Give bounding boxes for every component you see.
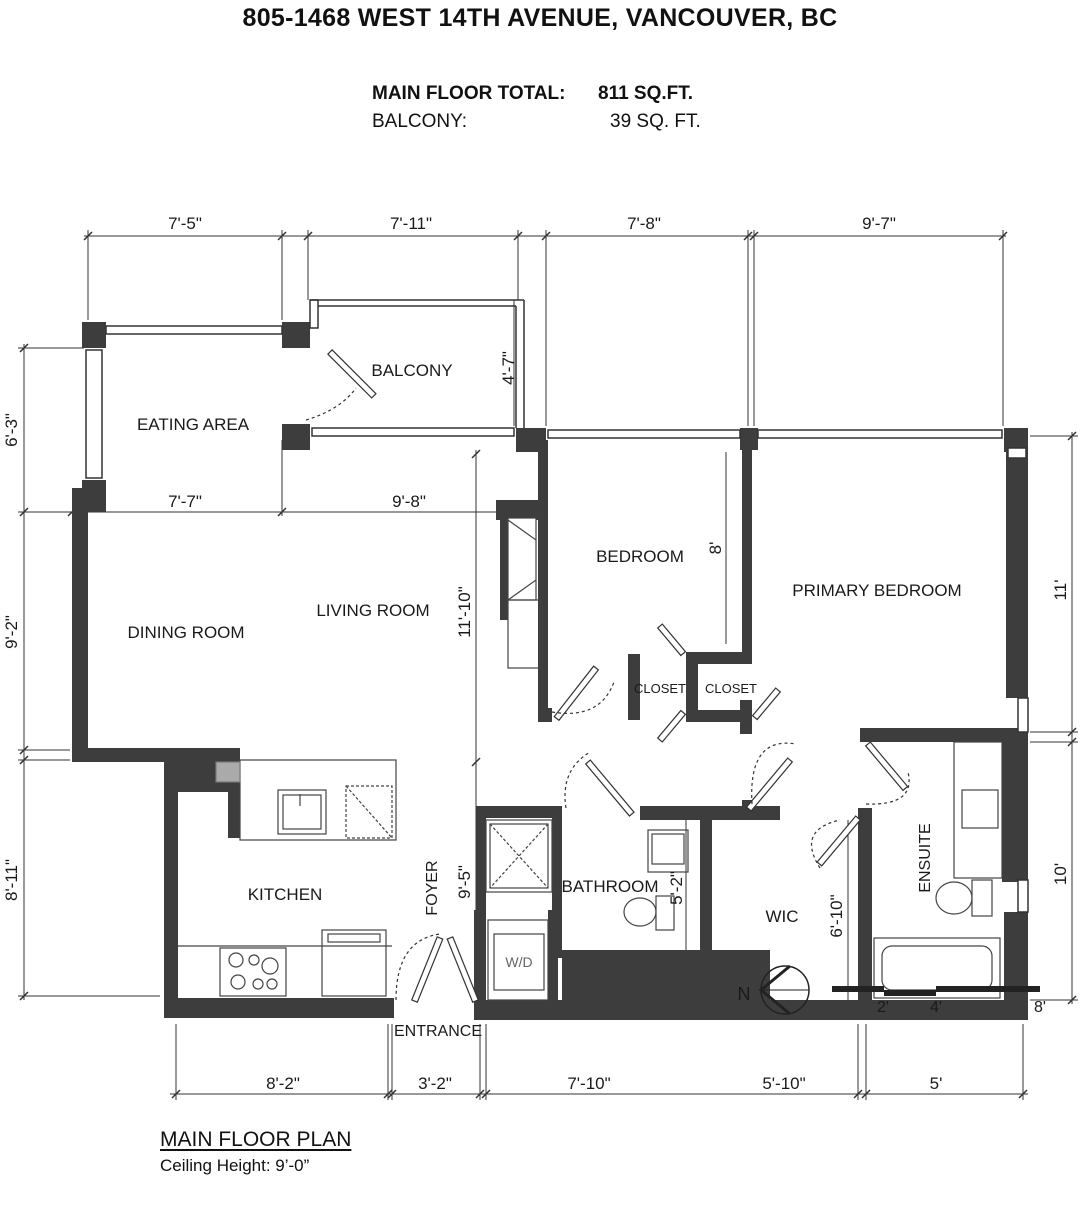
dim-eating-width: 7'-7" <box>168 492 202 511</box>
north-label: N <box>738 984 751 1004</box>
room-label-wic: WIC <box>765 907 798 926</box>
room-label-primary-bedroom: PRIMARY BEDROOM <box>792 581 961 600</box>
room-label-bedroom: BEDROOM <box>596 547 684 566</box>
dim-kitchen-height: 8'-11" <box>2 859 21 901</box>
room-label-closet-2: CLOSET <box>705 681 757 696</box>
dim-foyer-depth: 9'-5" <box>455 865 474 899</box>
dim-bottom-5: 5' <box>930 1074 943 1093</box>
scale-bar: 2' 4' 8' <box>832 986 1046 1016</box>
dim-top-3: 7'-8" <box>627 214 661 233</box>
dim-bottom-1: 8'-2" <box>266 1074 300 1093</box>
dim-top-1: 7'-5" <box>168 214 202 233</box>
room-label-balcony: BALCONY <box>371 361 452 380</box>
scale-label-8: 8' <box>1034 999 1046 1016</box>
room-label-closet-1: CLOSET <box>634 681 686 696</box>
scale-label-4: 4' <box>930 999 942 1016</box>
dim-bottom-2: 3'-2" <box>418 1074 452 1093</box>
dim-top-4: 9'-7" <box>862 214 896 233</box>
doors <box>305 349 910 1003</box>
dim-bath-depth: 5'-2" <box>667 871 686 905</box>
dim-living-depth: 11'-10" <box>455 586 474 638</box>
dim-balcony-depth: 4'-7" <box>499 351 518 385</box>
balcony-area-value: 39 SQ. FT. <box>610 111 701 132</box>
dim-bedroom-depth: 8' <box>706 542 725 555</box>
plan-title: MAIN FLOOR PLAN <box>160 1128 352 1151</box>
north-arrow: N <box>738 964 810 1016</box>
room-label-entrance: ENTRANCE <box>394 1023 482 1040</box>
room-label-foyer: FOYER <box>424 860 441 915</box>
dim-wic-depth: 6'-10" <box>827 894 846 937</box>
room-label-kitchen: KITCHEN <box>248 885 323 904</box>
room-label-wd: W/D <box>505 954 532 970</box>
dim-living-width: 9'-8" <box>392 492 426 511</box>
balcony-area-label: BALCONY: <box>372 111 468 132</box>
plan-address-title: 805-1468 WEST 14TH AVENUE, VANCOUVER, BC <box>242 4 838 32</box>
dim-ensuite-height: 10' <box>1051 863 1070 885</box>
scale-label-2: 2' <box>877 999 889 1016</box>
dimension-labels: 7'-5" 7'-11" 7'-8" 9'-7" 7'-7" 9'-8" 8'-… <box>2 214 1070 1093</box>
dim-bottom-4: 5'-10" <box>762 1074 805 1093</box>
dimension-lines <box>18 230 1078 1100</box>
dim-bottom-3: 7'-10" <box>567 1074 610 1093</box>
room-label-living-room: LIVING ROOM <box>316 601 429 620</box>
dim-top-2: 7'-11" <box>390 214 432 233</box>
ceiling-height: Ceiling Height: 9’-0” <box>160 1156 310 1175</box>
room-label-bathroom: BATHROOM <box>562 877 659 896</box>
dim-eating-height: 6'-3" <box>2 413 21 447</box>
windows <box>85 325 1029 913</box>
dim-primary-height: 11' <box>1051 580 1070 601</box>
room-labels: BALCONY EATING AREA DINING ROOM LIVING R… <box>127 361 961 1040</box>
fixtures <box>178 517 1003 1001</box>
room-label-dining-room: DINING ROOM <box>127 623 244 642</box>
main-floor-value: 811 SQ.FT. <box>598 83 694 104</box>
dim-dining-height: 9'-2" <box>2 615 21 649</box>
balcony-railing <box>309 299 525 428</box>
room-label-ensuite: ENSUITE <box>917 823 934 892</box>
walls <box>72 322 1028 1020</box>
main-floor-label: MAIN FLOOR TOTAL: <box>372 83 566 104</box>
room-label-eating-area: EATING AREA <box>137 415 250 434</box>
